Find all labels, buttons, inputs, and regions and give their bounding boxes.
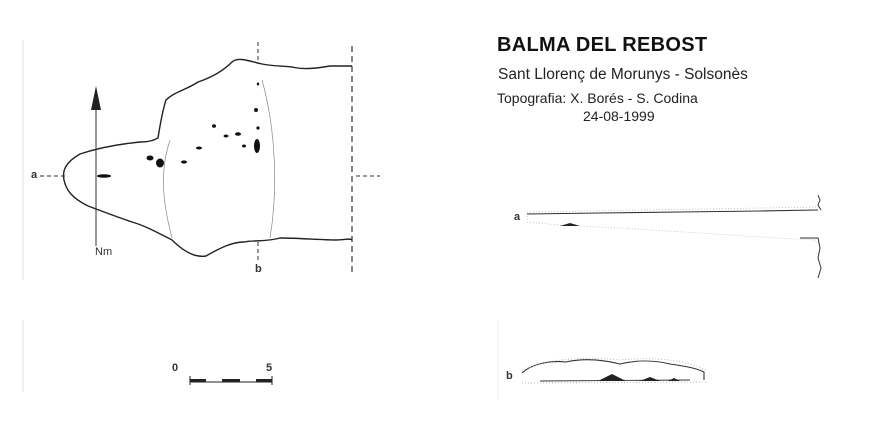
scale-end-label: 5 <box>266 362 273 374</box>
section-a-label: a <box>31 169 38 181</box>
profile-a-back-wall <box>817 194 822 211</box>
profile-b-label: b <box>506 370 513 382</box>
rock-mark <box>223 134 229 138</box>
survey-date: 24-08-1999 <box>583 108 655 124</box>
scale-bar <box>189 376 273 385</box>
rock-mark <box>640 377 660 381</box>
rock-mark <box>254 108 258 112</box>
plan-inner-line-1 <box>163 139 173 239</box>
rock-mark <box>97 174 111 178</box>
rock-mark <box>156 158 164 168</box>
profile-a-ceiling <box>526 209 819 215</box>
rock-mark <box>196 146 202 150</box>
survey-title: BALMA DEL REBOST <box>497 34 708 56</box>
rock-mark <box>235 132 241 136</box>
profile-a-label: a <box>514 211 521 223</box>
rock-mark <box>254 139 260 153</box>
rock-mark <box>212 124 216 128</box>
plan-inner-line-2 <box>261 79 276 239</box>
plan-cave-outline <box>62 58 353 257</box>
rock-mark <box>242 144 246 148</box>
profile-a-lower-wall <box>800 237 822 279</box>
profile-b-floor <box>521 381 707 384</box>
profile-a-floor <box>526 216 817 241</box>
profile-b <box>521 358 707 384</box>
rock-mark <box>146 155 154 161</box>
north-arrow-icon <box>91 86 101 110</box>
scale-start-label: 0 <box>172 362 179 374</box>
plan-view <box>40 42 380 272</box>
rock-mark <box>256 126 260 130</box>
north-label: Nm <box>95 246 113 258</box>
survey-authors: Topografia: X. Borés - S. Codina <box>497 90 698 106</box>
rock-mark <box>181 160 187 164</box>
profile-a <box>526 194 822 279</box>
rock-mark <box>598 374 626 381</box>
survey-location: Sant Llorenç de Morunys - Solsonès <box>498 66 748 83</box>
rock-mark <box>256 82 260 86</box>
profile-b-roof <box>521 359 705 380</box>
section-b-label: b <box>255 263 262 275</box>
rock-mark <box>668 378 680 381</box>
